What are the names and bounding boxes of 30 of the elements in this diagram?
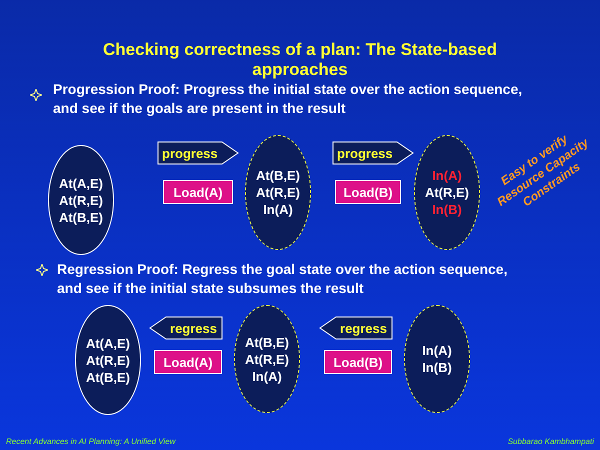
slide-title: Checking correctness of a plan: The State-based approaches [102,40,498,80]
left-arrow-label: regress [320,317,392,339]
author-name: Subbarao Kambhampati [508,437,594,446]
state-fact: At(B,E) [58,208,104,226]
state-fact: In(A) [263,201,293,218]
left-arrow-label: regress [150,317,222,339]
action-box: Load(B) [324,350,392,374]
state-fact: At(R,E) [86,352,130,368]
action-box: Load(A) [163,180,233,204]
bullet-text: Regression Proof: Regress the goal state over the action sequence, and see if the initial state subsumes the result [57,260,508,298]
state-fact: At(B,E) [256,167,300,184]
state-fact: In(B) [432,201,462,218]
state-fact: In(B) [422,359,452,376]
bullet-text: Progression Proof: Progress the initial state over the action sequence, and see if the goals are present in the result [53,80,524,118]
state-fact: At(R,E) [424,184,470,201]
right-arrow-label: progress [158,142,238,164]
state-fact: In(A) [252,368,282,384]
state-fact: At(R,E) [256,184,300,201]
state-fact: At(R,E) [244,350,290,368]
state-fact: At(A,E) [58,174,104,192]
state-fact: At(B,E) [244,334,290,350]
state-fact: In(A) [422,342,452,359]
state-fact: At(B,E) [86,368,130,386]
state-fact: At(A,E) [86,334,130,352]
footer-text: Recent Advances in AI Planning: A Unified View [6,437,176,446]
state-fact: In(A) [432,167,462,184]
action-box: Load(B) [335,180,401,204]
action-box: Load(A) [154,350,222,374]
state-fact: At(R,E) [58,192,104,208]
right-arrow-label: progress [333,142,413,164]
